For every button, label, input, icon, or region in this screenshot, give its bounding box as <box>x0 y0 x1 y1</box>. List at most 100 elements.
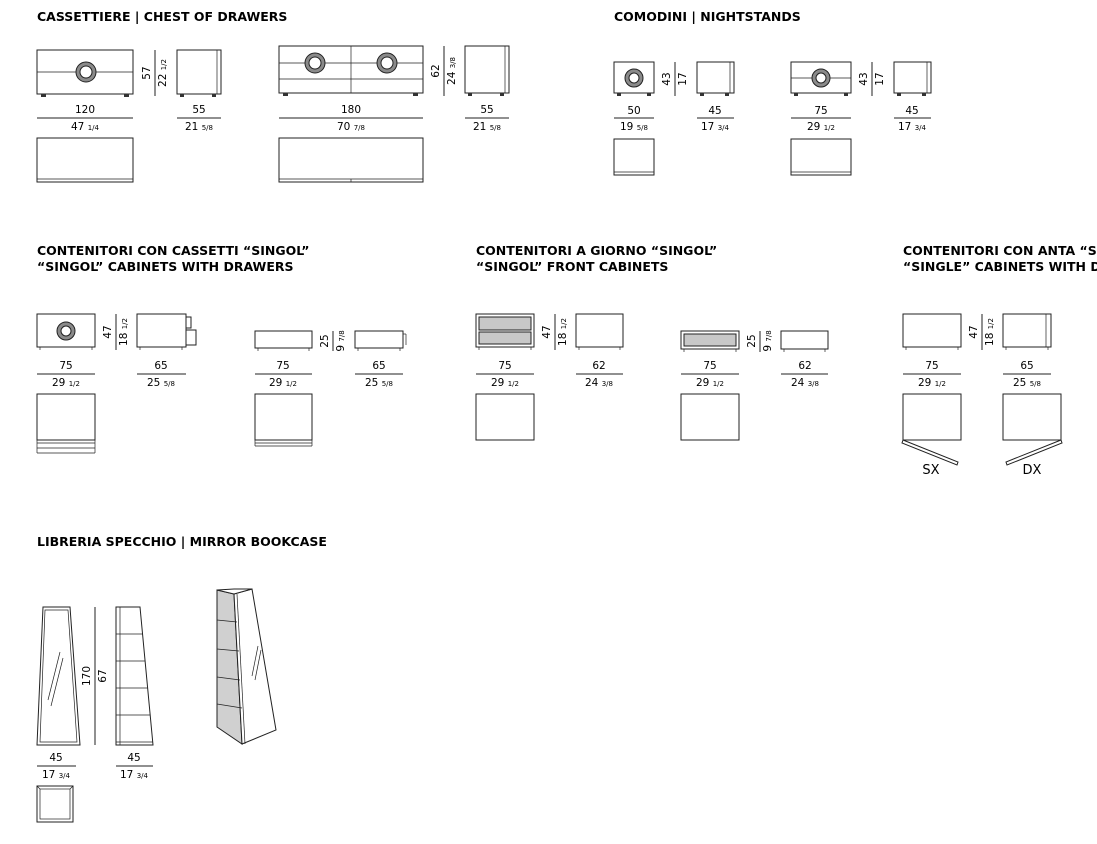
svg-text:25 5/8: 25 5/8 <box>147 377 175 389</box>
drawer-cabinet-47-depth-dim: 65 25 5/8 <box>137 360 186 389</box>
svg-text:21 5/8: 21 5/8 <box>185 121 213 133</box>
nightstand-75-side <box>893 61 932 96</box>
svg-text:75: 75 <box>59 360 72 372</box>
drawer-cabinet-47-top <box>36 393 96 454</box>
svg-text:25: 25 <box>746 334 758 347</box>
title-mirror: LIBRERIA SPECCHIO | MIRROR BOOKCASE <box>37 534 327 549</box>
front-cabinet-47-depth-dim: 62 24 3/8 <box>576 360 623 389</box>
mirror-perspective <box>216 588 277 745</box>
svg-text:47: 47 <box>541 325 553 338</box>
mirror-side-depth-dim: 45 17 3/4 <box>116 752 153 781</box>
chest-180-side <box>464 45 510 96</box>
nightstand-75-front <box>790 61 852 96</box>
door-cabinet-depth-dim: 65 25 5/8 <box>1003 360 1051 389</box>
door-cabinet-front <box>902 313 962 350</box>
svg-text:45: 45 <box>708 105 721 117</box>
svg-text:17 3/4: 17 3/4 <box>898 121 927 133</box>
svg-text:47 1/4: 47 1/4 <box>71 121 100 133</box>
svg-text:25 5/8: 25 5/8 <box>1013 377 1041 389</box>
chest-120-top <box>36 137 134 183</box>
drawer-cabinet-47-side <box>136 313 197 350</box>
front-cabinet-47-side <box>575 313 624 350</box>
svg-text:45: 45 <box>127 752 140 764</box>
chest-120-width-dim: 120 47 1/4 <box>37 104 133 133</box>
svg-text:29 1/2: 29 1/2 <box>269 377 297 389</box>
door-cabinet-width-dim: 75 29 1/2 <box>903 360 961 389</box>
title-door-1: CONTENITORI CON ANTA “SINGOL” <box>903 243 1097 258</box>
svg-text:29 1/2: 29 1/2 <box>491 377 519 389</box>
svg-text:67: 67 <box>97 669 109 682</box>
front-cabinet-25-side <box>780 330 829 352</box>
drawer-cabinet-25-height-dim: 25 9 7/8 <box>319 330 347 351</box>
svg-text:17 3/4: 17 3/4 <box>120 769 149 781</box>
svg-text:45: 45 <box>49 752 62 764</box>
drawer-cabinet-25-width-dim: 75 29 1/2 <box>255 360 312 389</box>
title-drawers-1: CONTENITORI CON CASSETTI “SINGOL” <box>37 243 309 258</box>
svg-text:29 1/2: 29 1/2 <box>918 377 946 389</box>
front-cabinet-47-front <box>475 313 535 350</box>
front-cabinet-25-depth-dim: 62 24 3/8 <box>781 360 828 389</box>
svg-text:29 1/2: 29 1/2 <box>52 377 80 389</box>
svg-text:62: 62 <box>798 360 811 372</box>
door-cabinet-side <box>1002 313 1052 350</box>
door-cabinet-top-dx: DX <box>1002 393 1063 478</box>
nightstand-50-depth-dim: 45 17 3/4 <box>697 105 734 133</box>
title-nightstands: COMODINI | NIGHTSTANDS <box>614 9 801 24</box>
svg-text:65: 65 <box>154 360 167 372</box>
nightstand-50-top <box>613 138 655 176</box>
svg-text:57: 57 <box>141 66 153 79</box>
nightstand-75-depth-dim: 45 17 3/4 <box>894 105 931 133</box>
nightstand-75-height-dim: 43 17 <box>858 62 886 96</box>
svg-text:18 1/2: 18 1/2 <box>118 318 130 346</box>
svg-text:29 1/2: 29 1/2 <box>807 121 835 133</box>
title-front-1: CONTENITORI A GIORNO “SINGOL” <box>476 243 717 258</box>
drawer-cabinet-47-front <box>36 313 96 350</box>
drawer-cabinet-25-depth-dim: 65 25 5/8 <box>355 360 403 389</box>
mirror-front <box>36 606 81 746</box>
svg-text:18 1/2: 18 1/2 <box>557 318 569 346</box>
mirror-top <box>36 785 74 823</box>
svg-text:9 7/8: 9 7/8 <box>335 330 347 351</box>
drawer-cabinet-25-front <box>254 330 313 351</box>
title-drawers-2: “SINGOL” CABINETS WITH DRAWERS <box>37 259 294 274</box>
chest-180-top <box>278 137 424 183</box>
svg-text:120: 120 <box>75 104 95 116</box>
title-front-2: “SINGOL” FRONT CABINETS <box>476 259 668 274</box>
svg-text:24 3/8: 24 3/8 <box>446 57 458 85</box>
nightstand-50-width-dim: 50 19 5/8 <box>614 105 654 133</box>
svg-text:22 1/2: 22 1/2 <box>157 59 169 87</box>
nightstand-75-top <box>790 138 852 176</box>
front-cabinet-25-top <box>680 393 740 441</box>
front-cabinet-25-height-dim: 25 9 7/8 <box>746 330 774 352</box>
svg-text:43: 43 <box>858 72 870 85</box>
drawer-cabinet-47-height-dim: 47 18 1/2 <box>102 314 130 350</box>
nightstand-50-front <box>613 61 655 96</box>
mirror-height-dim: 170 67 <box>81 607 109 745</box>
drawer-cabinet-25-side <box>354 330 407 351</box>
svg-text:25 5/8: 25 5/8 <box>365 377 393 389</box>
svg-text:75: 75 <box>814 105 827 117</box>
svg-text:43: 43 <box>661 72 673 85</box>
svg-text:24 3/8: 24 3/8 <box>585 377 613 389</box>
svg-text:65: 65 <box>1020 360 1033 372</box>
svg-text:62: 62 <box>430 64 442 77</box>
svg-text:47: 47 <box>968 325 980 338</box>
svg-text:47: 47 <box>102 325 114 338</box>
chest-180-front <box>278 45 424 96</box>
svg-text:65: 65 <box>372 360 385 372</box>
svg-text:55: 55 <box>480 104 493 116</box>
front-cabinet-47-height-dim: 47 18 1/2 <box>541 314 569 350</box>
svg-text:17: 17 <box>677 72 689 85</box>
chest-120-front <box>36 49 134 97</box>
chest-180-height-dim: 62 24 3/8 <box>430 46 458 96</box>
svg-text:21 5/8: 21 5/8 <box>473 121 501 133</box>
svg-text:75: 75 <box>925 360 938 372</box>
chest-120-side <box>176 49 222 97</box>
svg-text:75: 75 <box>498 360 511 372</box>
svg-text:50: 50 <box>627 105 640 117</box>
mirror-front-width-dim: 45 17 3/4 <box>37 752 76 781</box>
svg-text:17 3/4: 17 3/4 <box>42 769 71 781</box>
svg-text:19 5/8: 19 5/8 <box>620 121 648 133</box>
title-chest: CASSETTIERE | CHEST OF DRAWERS <box>37 9 287 24</box>
